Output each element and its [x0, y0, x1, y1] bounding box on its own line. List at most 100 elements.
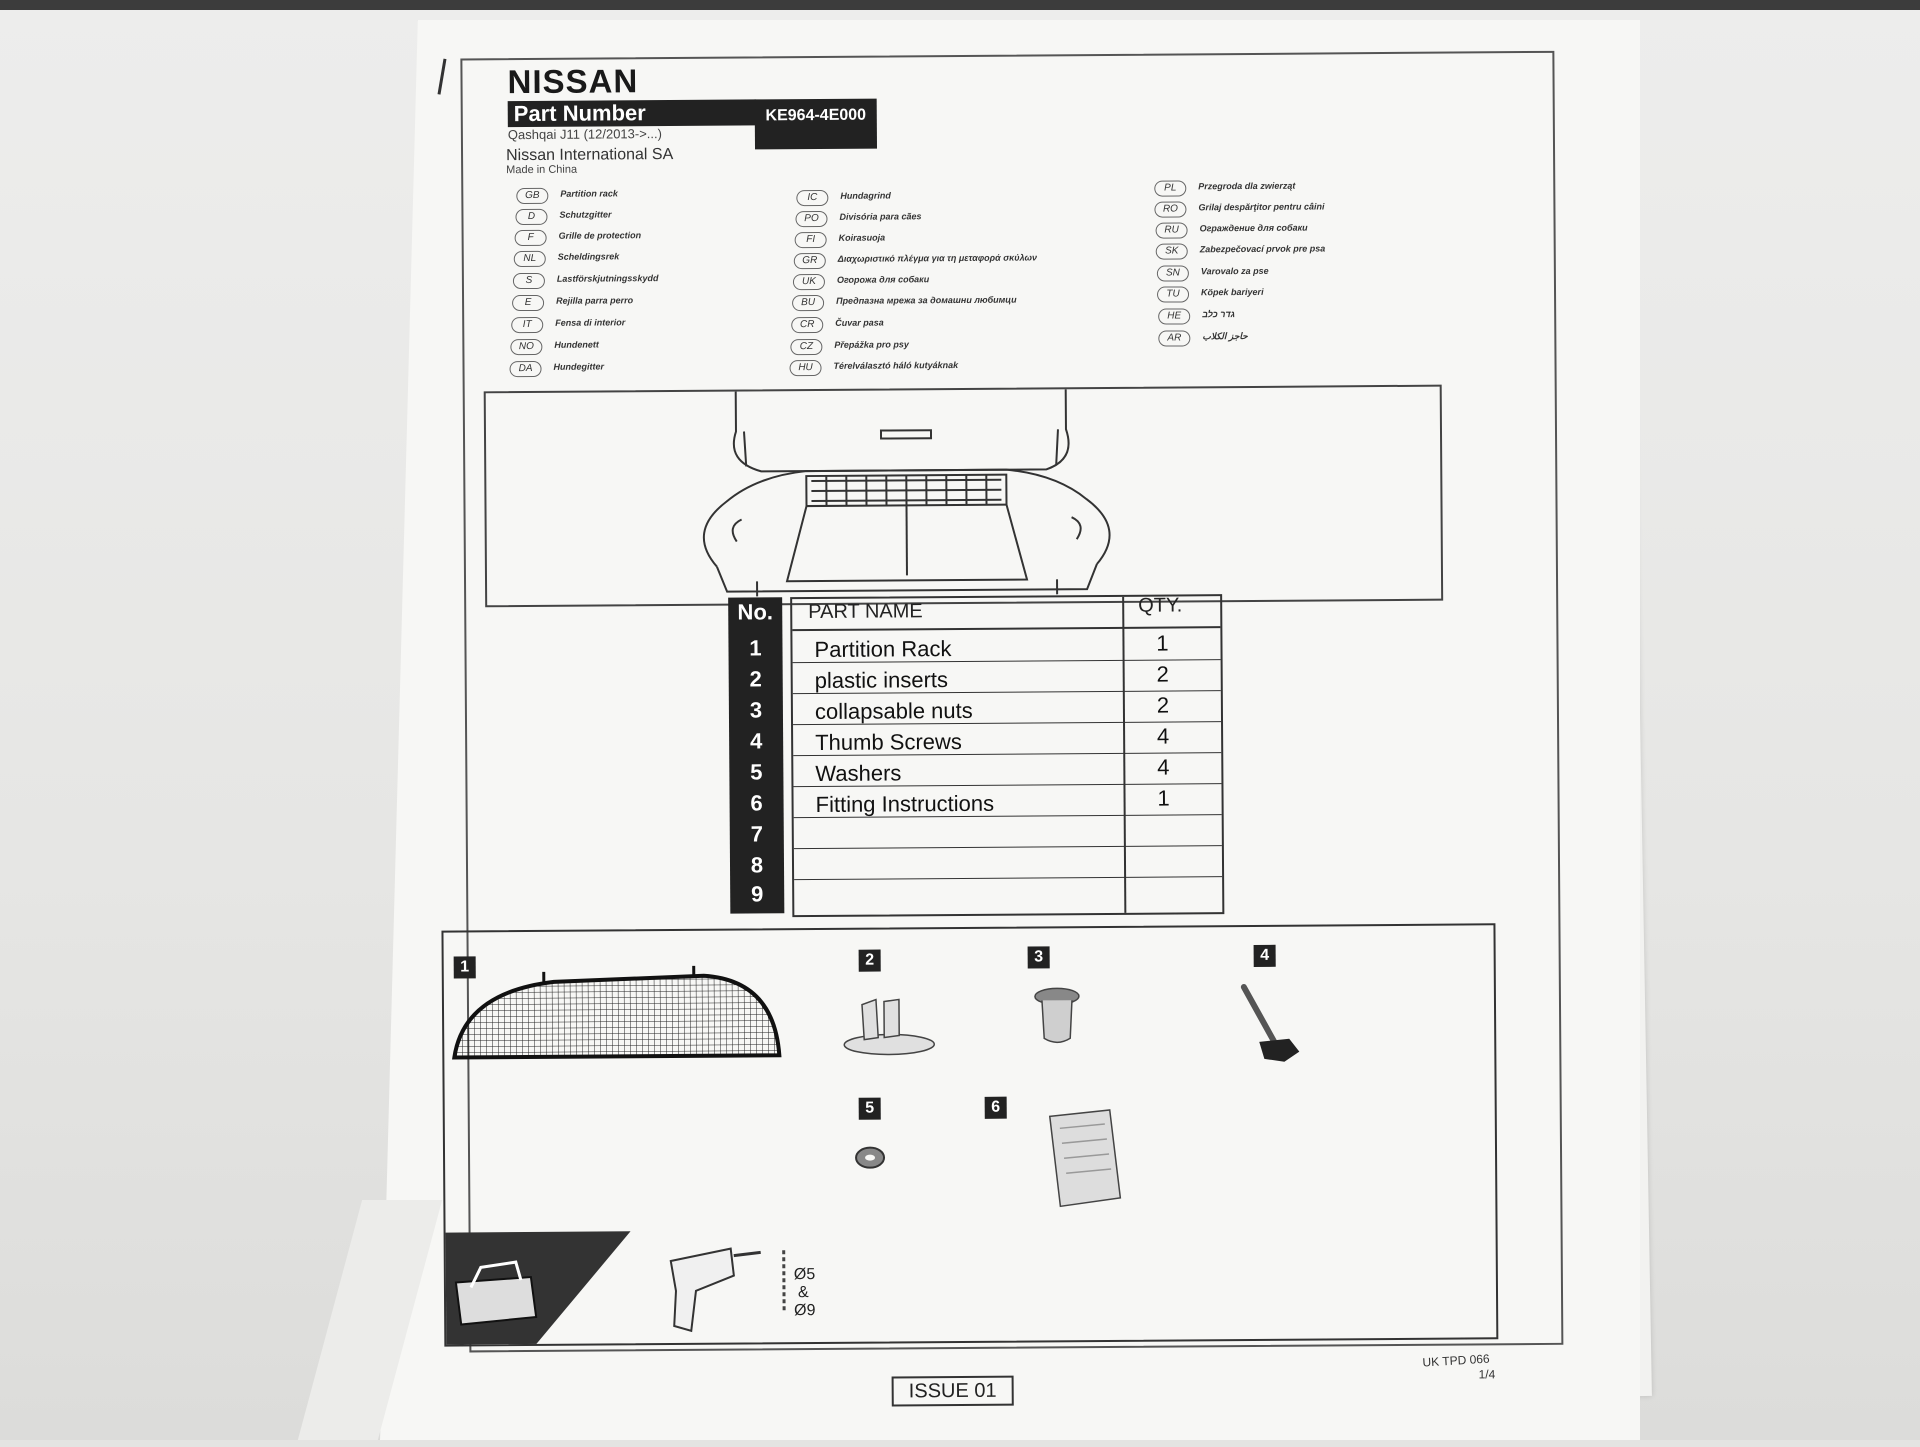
- tools-panel: [443, 1230, 784, 1344]
- language-text: גדר כלב: [1202, 309, 1235, 319]
- quantity-header: QTY.: [1138, 594, 1182, 617]
- part-name: Partition Rack: [814, 636, 951, 663]
- vehicle-model: Qashqai J11 (12/2013->...): [508, 126, 662, 142]
- row-number: 3: [729, 697, 783, 723]
- language-code: NL: [514, 251, 546, 267]
- language-text: Varovalo za pse: [1201, 266, 1269, 276]
- part-name: Thumb Screws: [815, 729, 962, 756]
- thumb-screw-drawing: [1244, 987, 1300, 1062]
- language-text: Διαχωριστικό πλέγμα για τη μεταφορά σκύλ…: [838, 252, 1037, 263]
- language-code: D: [515, 209, 547, 225]
- brand-logo: NISSAN: [507, 62, 638, 101]
- origin-note: Made in China: [506, 164, 577, 176]
- part-name: plastic inserts: [815, 667, 948, 694]
- language-text: Rejilla parra perro: [556, 295, 633, 306]
- language-code: GR: [794, 253, 826, 269]
- language-code: HU: [789, 360, 821, 376]
- language-text: Przegroda dla zwierząt: [1198, 181, 1295, 192]
- language-code: PL: [1154, 180, 1186, 196]
- language-code: PO: [795, 211, 827, 227]
- drill-size: Ø5: [794, 1266, 815, 1284]
- language-text: Koirasuoja: [839, 233, 886, 243]
- row-divider: [794, 876, 1222, 880]
- company-name: Nissan International SA: [506, 146, 673, 165]
- language-text: Предпазна мрежа за домашни любимци: [836, 295, 1017, 306]
- part-qty: 1: [1143, 785, 1183, 811]
- language-code: F: [515, 230, 547, 246]
- collapsable-nut-drawing: [1035, 988, 1079, 1042]
- language-text: Hundegitter: [553, 361, 604, 371]
- part-name: Fitting Instructions: [815, 791, 994, 818]
- vehicle-illustration-box: [484, 385, 1443, 608]
- partition-rack-drawing: [454, 965, 780, 1057]
- language-code: SN: [1157, 265, 1189, 281]
- parts-drawings: [443, 925, 1496, 1344]
- washer-drawing: [856, 1148, 884, 1168]
- number-column: No. 1 2 3 4 5 6 7 8 9: [728, 597, 784, 913]
- language-text: Schutzgitter: [559, 209, 611, 219]
- language-code: IT: [511, 317, 543, 333]
- language-text: Fensa di interior: [555, 317, 625, 327]
- language-text: حاجز الكلاب: [1202, 331, 1247, 342]
- instructions-booklet-drawing: [1050, 1110, 1121, 1206]
- language-text: Zabezpečovací prvok pre psa: [1200, 243, 1326, 254]
- language-text: Köpek bariyeri: [1201, 287, 1264, 297]
- language-code: DA: [509, 361, 541, 377]
- language-code: BU: [792, 295, 824, 311]
- issue-number: ISSUE 01: [892, 1376, 1014, 1407]
- part-qty: 2: [1143, 692, 1183, 718]
- language-code: AR: [1158, 330, 1190, 346]
- row-number: 5: [729, 759, 783, 785]
- number-header: No.: [728, 599, 782, 625]
- row-number: 1: [728, 635, 782, 661]
- row-divider: [794, 845, 1222, 849]
- language-text: Partition rack: [560, 188, 618, 198]
- drill-size: Ø9: [794, 1302, 815, 1320]
- part-qty: 4: [1143, 723, 1183, 749]
- parts-illustration-box: 1 2 3 4 5 6: [441, 923, 1498, 1346]
- margin-mark: [438, 59, 447, 95]
- language-text: Огорожа для собаки: [837, 274, 929, 285]
- language-text: Čuvar pasa: [835, 318, 884, 328]
- language-text: Grille de protection: [559, 230, 642, 241]
- row-number: 2: [729, 666, 783, 692]
- language-text: Grilaj despărţitor pentru câini: [1198, 201, 1324, 212]
- parts-grid: PART NAME QTY. Partition Rack 1 plastic …: [790, 594, 1224, 917]
- language-code: TU: [1157, 286, 1189, 302]
- language-code: S: [513, 273, 545, 289]
- part-name-header: PART NAME: [808, 600, 923, 624]
- part-qty: 4: [1143, 754, 1183, 780]
- column-divider: [1122, 597, 1126, 913]
- language-text: Scheldingsrek: [558, 251, 620, 261]
- language-code: NO: [510, 339, 542, 355]
- page-number: 1/4: [1479, 1367, 1496, 1381]
- language-text: Hundenett: [554, 340, 599, 350]
- row-number: 6: [729, 790, 783, 816]
- drill-size-separator: &: [798, 1284, 809, 1302]
- part-name: Washers: [815, 760, 901, 787]
- language-code: SK: [1156, 243, 1188, 259]
- language-code: GB: [516, 188, 548, 204]
- language-text: Lastförskjutningsskydd: [557, 273, 659, 284]
- language-code: RO: [1154, 201, 1186, 217]
- language-code: E: [512, 295, 544, 311]
- row-number: 9: [730, 881, 784, 907]
- language-code: UK: [793, 274, 825, 290]
- language-code: CZ: [790, 339, 822, 355]
- language-text: Přepážka pro psy: [834, 339, 909, 350]
- row-number: 7: [730, 821, 784, 847]
- plastic-insert-drawing: [844, 999, 934, 1055]
- language-code: HE: [1158, 308, 1190, 324]
- language-text: Térelválasztó háló kutyáknak: [833, 360, 958, 371]
- part-qty: 1: [1142, 630, 1182, 656]
- language-code: IC: [796, 190, 828, 206]
- car-rear-illustration: [486, 387, 1441, 606]
- row-number: 4: [729, 728, 783, 754]
- language-code: CR: [791, 317, 823, 333]
- row-number: 8: [730, 852, 784, 878]
- part-number-value: KE964-4E000: [755, 99, 877, 150]
- language-text: Hundagrind: [840, 190, 891, 200]
- language-text: Ограждение для собаки: [1200, 223, 1308, 234]
- language-code: FI: [795, 232, 827, 248]
